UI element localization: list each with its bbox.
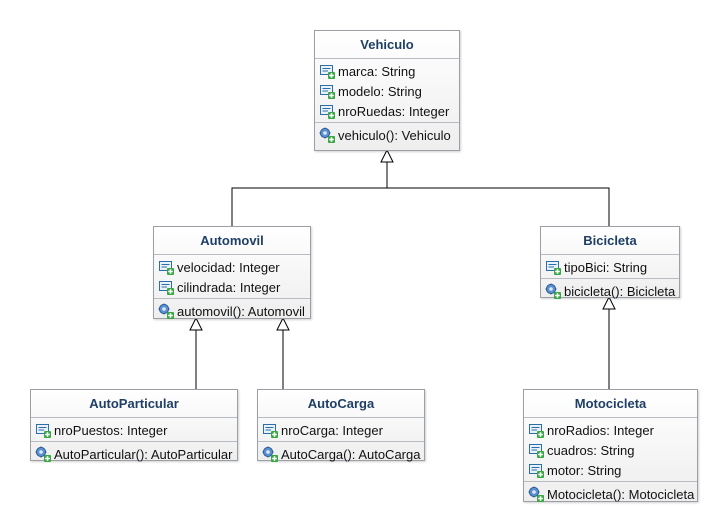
edge-automovil-vehiculo: [231, 162, 388, 226]
operations-compartment: bicicleta(): Bicicleta: [541, 279, 679, 302]
attribute-label: cuadros: String: [547, 442, 635, 458]
attributes-compartment: tipoBici: String: [541, 255, 679, 279]
class-name: Motocicleta: [524, 390, 697, 418]
attribute-icon: [545, 259, 561, 275]
attribute[interactable]: velocidad: Integer: [154, 257, 310, 277]
attribute-label: nroCarga: Integer: [281, 422, 383, 438]
operation-label: AutoCarga(): AutoCarga: [281, 446, 421, 462]
operation-icon: [545, 283, 561, 299]
attribute[interactable]: nroPuestos: Integer: [31, 420, 237, 440]
operation[interactable]: AutoParticular(): AutoParticular: [31, 444, 237, 464]
attributes-compartment: nroCarga: Integer: [258, 418, 424, 442]
class-bicicleta[interactable]: Bicicleta tipoBici: String bicicleta(): …: [540, 226, 680, 299]
attribute-label: nroRuedas: Integer: [338, 103, 450, 119]
attribute[interactable]: motor: String: [524, 460, 697, 480]
operations-compartment: AutoParticular(): AutoParticular: [31, 442, 237, 465]
attribute-label: velocidad: Integer: [177, 259, 280, 275]
attributes-compartment: marca: String modelo: String nroRuedas: …: [315, 59, 459, 123]
attribute-label: cilindrada: Integer: [177, 279, 281, 295]
inheritance-arrowhead: [380, 148, 394, 163]
class-motocicleta[interactable]: Motocicleta nroRadios: Integer cuadros: …: [523, 389, 698, 502]
inheritance-arrowhead: [189, 316, 203, 331]
attribute-icon: [158, 259, 174, 275]
operations-compartment: automovil(): Automovil: [154, 299, 310, 322]
operation[interactable]: AutoCarga(): AutoCarga: [258, 444, 424, 464]
attribute-label: tipoBici: String: [564, 259, 648, 275]
operation[interactable]: vehiculo(): Vehiculo: [315, 125, 459, 145]
class-name: Automovil: [154, 227, 310, 255]
attribute-icon: [158, 279, 174, 295]
operation[interactable]: Motocicleta(): Motocicleta: [524, 484, 697, 504]
attribute-label: motor: String: [547, 462, 622, 478]
attribute-icon: [319, 83, 335, 99]
attribute-label: nroRadios: Integer: [547, 422, 654, 438]
attributes-compartment: velocidad: Integer cilindrada: Integer: [154, 255, 310, 299]
attribute-icon: [528, 422, 544, 438]
attribute[interactable]: nroCarga: Integer: [258, 420, 424, 440]
attribute[interactable]: nroRuedas: Integer: [315, 101, 459, 121]
operation-label: automovil(): Automovil: [177, 303, 305, 319]
inheritance-arrowhead: [602, 295, 616, 310]
operation-label: Motocicleta(): Motocicleta: [547, 486, 695, 502]
class-automovil[interactable]: Automovil velocidad: Integer cilindrada:…: [153, 226, 311, 319]
attribute[interactable]: modelo: String: [315, 81, 459, 101]
attribute-label: nroPuestos: Integer: [54, 422, 168, 438]
operation-label: AutoParticular(): AutoParticular: [54, 446, 233, 462]
attribute[interactable]: cilindrada: Integer: [154, 277, 310, 297]
attribute[interactable]: nroRadios: Integer: [524, 420, 697, 440]
operation-icon: [35, 446, 51, 462]
class-autoparticular[interactable]: AutoParticular nroPuestos: Integer AutoP…: [30, 389, 238, 462]
inheritance-arrowhead: [276, 316, 290, 331]
operations-compartment: vehiculo(): Vehiculo: [315, 123, 459, 146]
operation[interactable]: bicicleta(): Bicicleta: [541, 281, 679, 301]
attribute-label: modelo: String: [338, 83, 422, 99]
class-name: Bicicleta: [541, 227, 679, 255]
attribute-icon: [528, 462, 544, 478]
class-vehiculo[interactable]: Vehiculo marca: String modelo: String nr…: [314, 30, 460, 151]
operation-icon: [262, 446, 278, 462]
attributes-compartment: nroRadios: Integer cuadros: String motor…: [524, 418, 697, 482]
attribute-label: marca: String: [338, 63, 416, 79]
class-autocarga[interactable]: AutoCarga nroCarga: Integer AutoCarga():…: [257, 389, 425, 462]
class-name: AutoParticular: [31, 390, 237, 418]
attribute-icon: [35, 422, 51, 438]
operation-icon: [319, 127, 335, 143]
attribute[interactable]: tipoBici: String: [541, 257, 679, 277]
operation[interactable]: automovil(): Automovil: [154, 301, 310, 321]
operation-label: bicicleta(): Bicicleta: [564, 283, 676, 299]
attribute[interactable]: marca: String: [315, 61, 459, 81]
class-name: AutoCarga: [258, 390, 424, 418]
operations-compartment: Motocicleta(): Motocicleta: [524, 482, 697, 505]
attribute-icon: [262, 422, 278, 438]
edge-bicicleta-vehiculo: [387, 187, 610, 226]
attribute-icon: [528, 442, 544, 458]
operation-icon: [158, 303, 174, 319]
attribute-icon: [319, 103, 335, 119]
operation-icon: [528, 486, 544, 502]
attribute[interactable]: cuadros: String: [524, 440, 697, 460]
operation-label: vehiculo(): Vehiculo: [338, 127, 451, 143]
attribute-icon: [319, 63, 335, 79]
attributes-compartment: nroPuestos: Integer: [31, 418, 237, 442]
operations-compartment: AutoCarga(): AutoCarga: [258, 442, 424, 465]
class-name: Vehiculo: [315, 31, 459, 59]
